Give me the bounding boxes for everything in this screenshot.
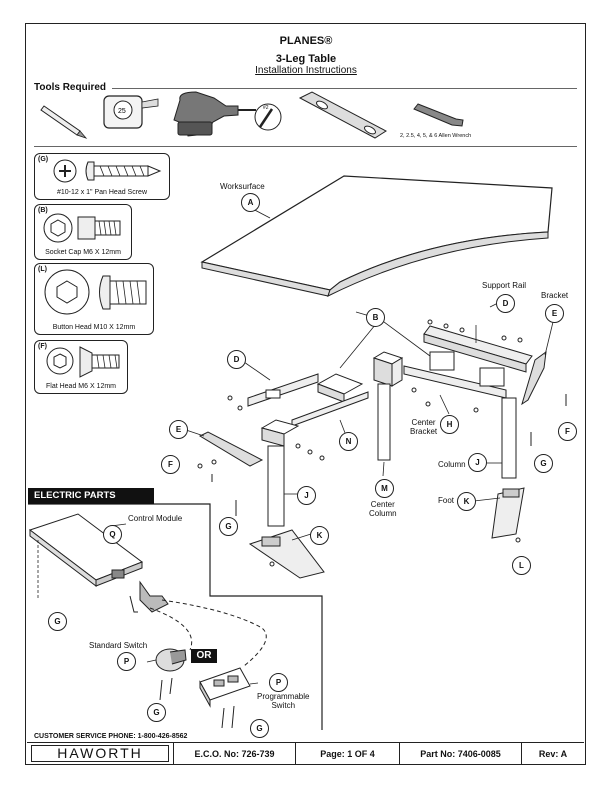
hardware-caption: Socket Cap M6 X 12mm bbox=[45, 249, 121, 256]
callout-a: A bbox=[241, 193, 260, 212]
hardware-tag: (F) bbox=[38, 343, 47, 350]
tape-measure-icon: 25 bbox=[103, 95, 159, 129]
worksurface-drawing bbox=[200, 175, 553, 297]
left-column-drawing bbox=[260, 419, 300, 527]
callout-g-left: G bbox=[219, 517, 238, 536]
callout-k-right: K bbox=[457, 492, 476, 511]
callout-g-standard: G bbox=[147, 703, 166, 722]
callout-g-module: G bbox=[48, 612, 67, 631]
control-module-drawing bbox=[28, 513, 144, 588]
hardware-card-g: (G) #10-12 x 1" Pan Head Screw bbox=[34, 153, 170, 200]
standard-switch-drawing bbox=[155, 648, 187, 672]
product-title: 3-Leg Table bbox=[275, 53, 337, 65]
footer-bar: HAWORTH E.C.O. No: 726-739 Page: 1 OF 4 … bbox=[27, 742, 584, 765]
document-subtitle: Installation Instructions bbox=[255, 65, 357, 76]
hardware-tag: (G) bbox=[38, 156, 49, 163]
hardware-caption: #10-12 x 1" Pan Head Screw bbox=[56, 189, 148, 196]
center-bracket-drawing bbox=[403, 351, 507, 399]
hardware-caption: Flat Head M6 X 12mm bbox=[45, 383, 117, 390]
programmable-switch-drawing bbox=[199, 667, 251, 708]
haworth-logo: HAWORTH bbox=[31, 745, 169, 762]
support-rail-drawing bbox=[423, 325, 533, 373]
level-icon bbox=[298, 91, 387, 139]
hardware-card-l: (L) Button Head M10 X 12mm bbox=[34, 263, 154, 335]
callout-g-programmable: G bbox=[250, 719, 269, 738]
eco-number: E.C.O. No: 726-739 bbox=[173, 743, 295, 765]
left-support-rail-drawing bbox=[247, 373, 319, 407]
center-rail-drawing bbox=[316, 373, 364, 403]
page-frame bbox=[25, 23, 586, 765]
callout-p-standard: P bbox=[117, 652, 136, 671]
left-foot-drawing bbox=[248, 529, 325, 579]
pencil-icon bbox=[40, 105, 88, 139]
scattered-screws bbox=[197, 319, 567, 567]
hardware-tag: (B) bbox=[38, 207, 48, 214]
callout-q: Q bbox=[103, 525, 122, 544]
hardware-card-f: (F) Flat Head M6 X 12mm bbox=[34, 340, 128, 394]
callout-m: M bbox=[375, 479, 394, 498]
callout-e-bracket: E bbox=[545, 304, 564, 323]
electric-parts-banner: ELECTRIC PARTS bbox=[28, 488, 154, 504]
callout-h: H bbox=[440, 415, 459, 434]
right-foot-drawing bbox=[491, 487, 525, 539]
center-column-label: Center Column bbox=[369, 500, 397, 518]
right-column-drawing bbox=[501, 397, 517, 479]
callout-b: B bbox=[366, 308, 385, 327]
bracket-label: Bracket bbox=[541, 291, 569, 300]
callout-d-support-rail: D bbox=[496, 294, 515, 313]
right-bracket-drawing bbox=[521, 350, 547, 406]
left-bracket-drawing bbox=[198, 431, 264, 467]
callout-j-right: J bbox=[468, 453, 487, 472]
center-bracket-label: Center Bracket bbox=[410, 418, 438, 436]
worksurface-label: Worksurface bbox=[220, 182, 265, 191]
center-column-drawing bbox=[372, 351, 404, 461]
tools-divider-top bbox=[112, 88, 577, 89]
callout-f-left: F bbox=[161, 455, 180, 474]
screwdriver-tip-icon bbox=[254, 103, 282, 131]
column-label: Column bbox=[438, 460, 466, 469]
allen-wrench-caption: 2, 2.5, 4, 5, & 6 Allen Wrench bbox=[400, 133, 472, 139]
hardware-card-b: (B) Socket Cap M6 X 12mm bbox=[34, 204, 132, 260]
foot-label: Foot bbox=[438, 496, 455, 505]
hardware-tag: (L) bbox=[38, 266, 47, 273]
callout-l: L bbox=[512, 556, 531, 575]
or-badge: OR bbox=[191, 649, 217, 663]
revision: Rev: A bbox=[521, 743, 584, 765]
control-module-label: Control Module bbox=[128, 514, 183, 523]
standard-switch-label: Standard Switch bbox=[89, 641, 148, 650]
callout-d-left: D bbox=[227, 350, 246, 369]
cable-bundle-drawing bbox=[129, 580, 169, 613]
allen-wrench-icon bbox=[413, 103, 464, 127]
hardware-caption: Button Head M10 X 12mm bbox=[52, 324, 136, 331]
part-number: Part No: 7406-0085 bbox=[399, 743, 521, 765]
callout-g-right: G bbox=[534, 454, 553, 473]
drill-icon bbox=[173, 91, 256, 137]
tools-required-label: Tools Required bbox=[34, 82, 107, 93]
customer-service-phone: CUSTOMER SERVICE PHONE: 1-800-426-8562 bbox=[34, 733, 188, 740]
callout-n: N bbox=[339, 432, 358, 451]
support-rail-label: Support Rail bbox=[482, 281, 527, 290]
tools-divider-bottom bbox=[34, 146, 577, 147]
callout-p-programmable: P bbox=[269, 673, 288, 692]
page-number: Page: 1 OF 4 bbox=[295, 743, 399, 765]
callout-k-left: K bbox=[310, 526, 329, 545]
callout-f-right: F bbox=[558, 422, 577, 441]
callout-j-left: J bbox=[297, 486, 316, 505]
callout-e-left: E bbox=[169, 420, 188, 439]
svg-text:25: 25 bbox=[118, 108, 126, 115]
brand-title: PLANES® bbox=[279, 35, 333, 47]
screwdriver-tip-label: #2 bbox=[263, 105, 269, 111]
programmable-switch-label: Programmable Switch bbox=[257, 692, 310, 710]
